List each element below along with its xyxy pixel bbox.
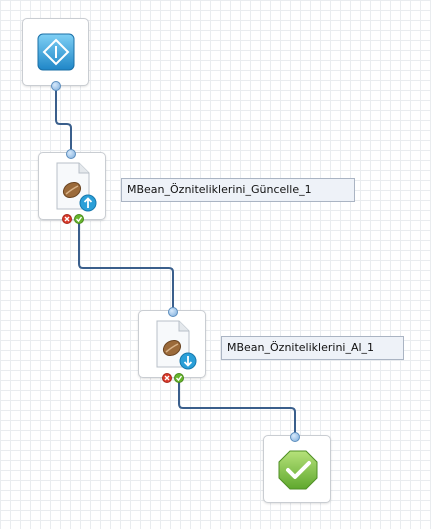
step2-ok-icon[interactable] bbox=[174, 373, 184, 383]
step1-input-port[interactable] bbox=[66, 149, 76, 159]
connector-step2-to-end bbox=[178, 381, 296, 437]
connector-step1-to-step2 bbox=[78, 221, 174, 312]
bean-document-download-icon bbox=[156, 320, 197, 370]
step-node-update-mbean-attributes[interactable] bbox=[38, 152, 106, 220]
step2-input-port[interactable] bbox=[168, 307, 178, 317]
step1-error-icon[interactable] bbox=[62, 214, 72, 224]
step2-label[interactable]: MBean_Özniteliklerini_Al_1 bbox=[221, 336, 404, 360]
start-diamond-icon bbox=[37, 33, 75, 71]
step2-error-icon[interactable] bbox=[162, 373, 172, 383]
bean-document-upload-icon bbox=[56, 162, 97, 212]
ok-check-glyph bbox=[76, 216, 83, 223]
error-x-glyph bbox=[164, 375, 170, 381]
success-octagon-check-icon bbox=[278, 450, 318, 490]
start-node[interactable] bbox=[22, 18, 89, 86]
step-node-get-mbean-attributes[interactable] bbox=[138, 310, 206, 378]
end-node[interactable] bbox=[263, 435, 331, 503]
ok-check-glyph bbox=[176, 375, 183, 382]
step1-label[interactable]: MBean_Özniteliklerini_Güncelle_1 bbox=[121, 178, 355, 202]
connector-start-to-step1 bbox=[55, 87, 72, 154]
step1-ok-icon[interactable] bbox=[74, 214, 84, 224]
end-input-port[interactable] bbox=[290, 432, 300, 442]
error-x-glyph bbox=[64, 216, 70, 222]
start-output-port[interactable] bbox=[51, 81, 61, 91]
